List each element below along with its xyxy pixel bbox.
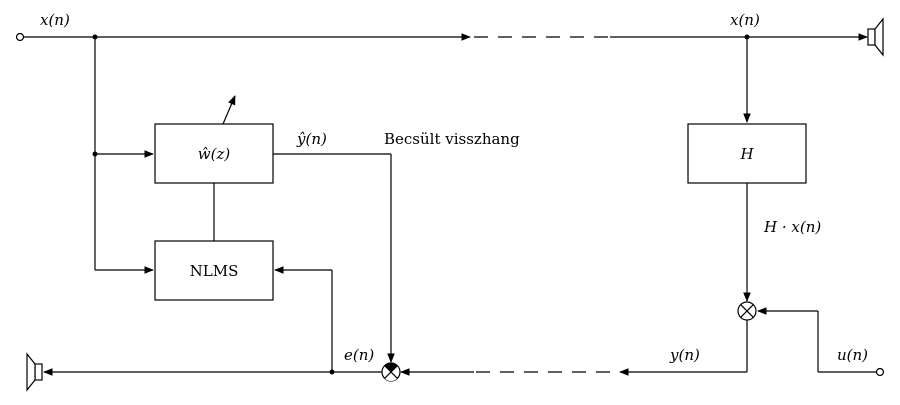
room-block-label: H xyxy=(739,145,754,163)
hx-label: H · x(n) xyxy=(763,218,821,236)
noise-terminal xyxy=(875,367,885,377)
x-label-left: x(n) xyxy=(40,11,70,29)
yhat-label: ŷ(n) xyxy=(296,130,327,148)
noise-label: u(n) xyxy=(837,346,868,364)
input-terminal xyxy=(15,32,25,42)
estimated-echo-label: Becsült visszhang xyxy=(384,130,520,148)
x-label-right: x(n) xyxy=(730,11,760,29)
nlms-block-label: NLMS xyxy=(190,262,239,280)
nlms-block xyxy=(154,240,274,301)
adaptation-arrow xyxy=(222,95,236,125)
speaker-icon-bottom-left xyxy=(26,352,43,392)
y-label: y(n) xyxy=(669,346,700,364)
echo-summer xyxy=(737,301,757,321)
room-block xyxy=(687,123,807,184)
filter-block-label: ŵ(z) xyxy=(198,145,231,163)
speaker-icon-top-right xyxy=(867,17,884,57)
error-summer xyxy=(381,362,401,382)
error-label: e(n) xyxy=(344,346,374,364)
